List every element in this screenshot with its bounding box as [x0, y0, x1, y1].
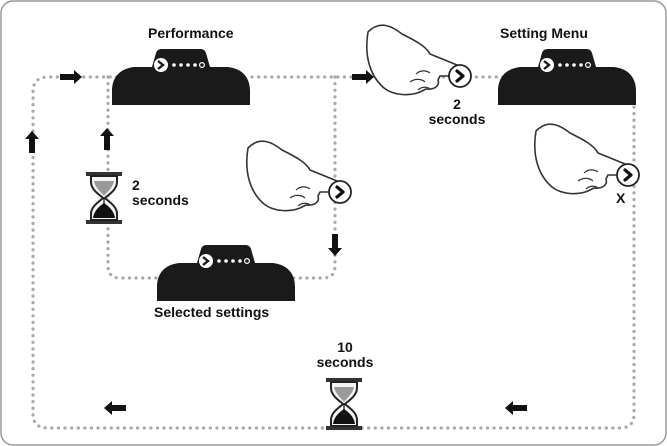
arrow-down-icon [328, 234, 342, 256]
pointing-hand-icon [533, 123, 635, 195]
hourglass-icon [325, 377, 363, 431]
setting-menu-device-icon [496, 47, 638, 107]
wait-duration-label: 2 seconds [132, 178, 189, 207]
performance-device-icon [110, 47, 252, 107]
selected-settings-device-icon [155, 243, 297, 303]
timeout-duration-label: 10 seconds [310, 340, 380, 369]
wait-duration-number: 2 [132, 177, 140, 193]
arrow-up-icon [25, 131, 39, 153]
exit-mark: X [616, 190, 626, 206]
arrow-left-icon [505, 401, 527, 415]
pointing-hand-icon [245, 140, 347, 212]
chevron-right-button-icon[interactable] [615, 162, 641, 188]
chevron-right-button-icon[interactable] [447, 63, 473, 89]
hourglass-icon [85, 171, 123, 225]
press-duration-number: 2 [453, 96, 461, 112]
arrow-right-icon [352, 70, 374, 84]
press-duration-unit: seconds [428, 110, 486, 127]
selected-settings-label: Selected settings [154, 304, 270, 320]
inner-loop-path [106, 75, 172, 280]
arrow-up-icon [100, 128, 114, 150]
timeout-duration-number: 10 [337, 339, 353, 355]
wait-duration-unit: seconds [132, 191, 189, 208]
timeout-duration-unit: seconds [316, 353, 374, 370]
performance-label: Performance [148, 25, 234, 41]
outer-loop-path [31, 75, 636, 430]
setting-menu-label: Setting Menu [500, 25, 588, 41]
arrow-left-icon [104, 401, 126, 415]
chevron-right-button-icon[interactable] [327, 179, 353, 205]
inner-return-path [268, 75, 337, 280]
arrow-right-icon [60, 70, 82, 84]
press-duration-label: 2 seconds [422, 97, 492, 126]
pointing-hand-icon [365, 24, 467, 96]
